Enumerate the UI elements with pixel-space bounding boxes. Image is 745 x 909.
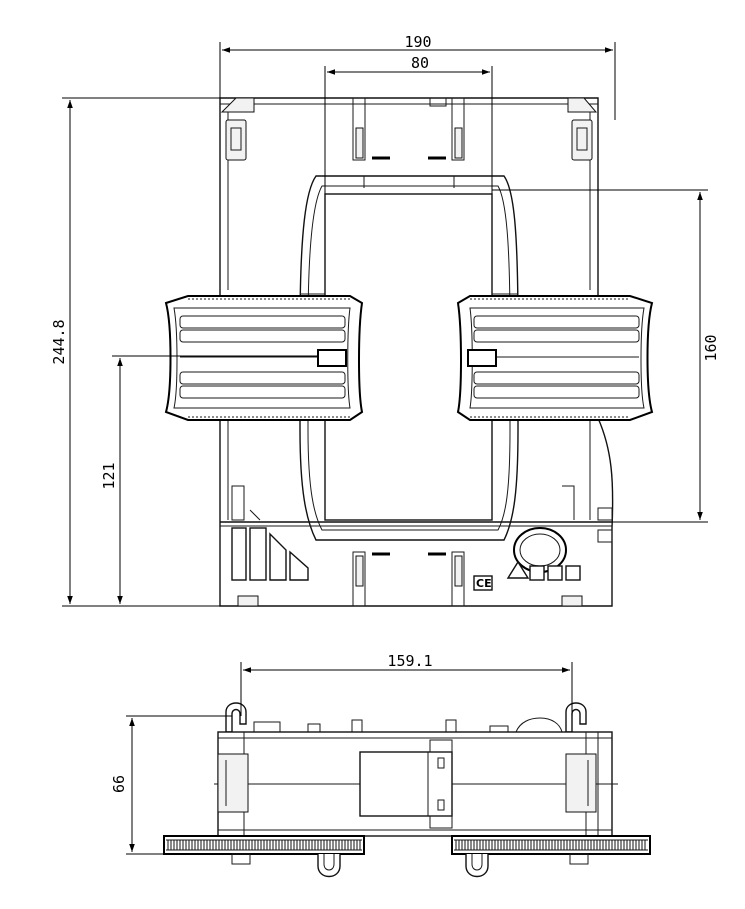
- clamp-left: [164, 295, 364, 421]
- dim-center-height: 121: [100, 462, 118, 489]
- front-dimensions: 190 80 244.8 121 160: [50, 33, 720, 607]
- bottom-dimensions: 159.1 66: [110, 652, 573, 855]
- front-view: CE: [164, 97, 654, 607]
- bottom-view: [163, 702, 651, 878]
- clamp-right: [456, 295, 654, 421]
- comb-right: [451, 835, 651, 855]
- latch-top-left: [225, 119, 247, 161]
- dim-depth: 66: [110, 775, 128, 793]
- hook-left: [317, 854, 341, 878]
- ce-mark: CE: [476, 577, 492, 590]
- dim-overall-height: 244.8: [50, 319, 68, 364]
- dim-mounting-width: 159.1: [387, 652, 432, 670]
- side-terminal-right: [565, 753, 597, 813]
- dim-window-width: 80: [411, 54, 429, 72]
- mount-slot-left: [225, 702, 247, 733]
- side-terminal-left: [217, 753, 249, 813]
- corner-block-left: [220, 97, 255, 113]
- dim-window-height: 160: [702, 334, 720, 361]
- mount-slot-right: [565, 702, 587, 733]
- latch-top-right: [571, 119, 593, 161]
- dim-overall-width: 190: [404, 33, 431, 51]
- corner-block-right: [567, 97, 598, 113]
- hook-right: [465, 854, 489, 878]
- center-plate: [359, 751, 453, 817]
